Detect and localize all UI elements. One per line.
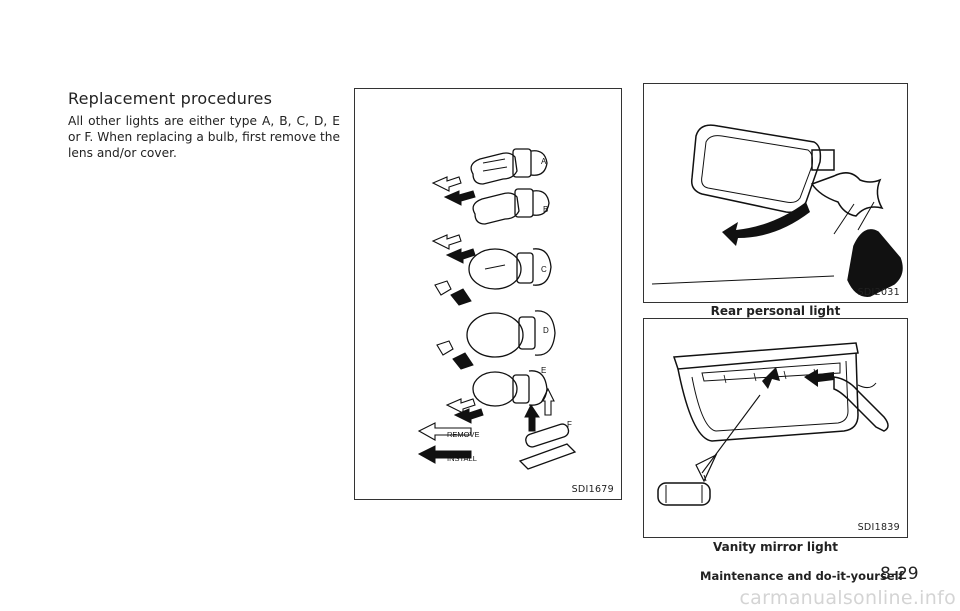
footer-section-label: Maintenance and do-it-yourself <box>700 569 904 583</box>
bulb-label-d: D <box>543 326 549 335</box>
vanity-mirror-light-caption: Vanity mirror light <box>712 540 838 554</box>
rear-personal-light-caption: Rear personal light <box>710 304 841 318</box>
rear-personal-light-illustration <box>651 124 903 297</box>
bulb-label-f: F <box>567 420 572 429</box>
bulb-label-e: E <box>541 366 546 375</box>
legend-install-label: INSTALL <box>447 454 477 463</box>
bulb-label-c: C <box>541 265 547 274</box>
bulb-label-b: B <box>543 205 548 214</box>
section-body: All other lights are either type A, B, C… <box>68 114 340 160</box>
bulb-types-figure: A B C D E F REMOVE INSTALL SDI1679 <box>354 88 622 500</box>
vanity-mirror-light-figure: SDI1839 <box>643 318 908 538</box>
page-number: 8-29 <box>880 564 919 584</box>
vanity-mirror-light-illustration <box>657 342 889 506</box>
bulb-label-a: A <box>541 157 547 166</box>
figure-code: SDI2031 <box>857 287 900 298</box>
rear-personal-light-figure: SDI2031 <box>643 83 908 303</box>
bulb-types-illustration: A B C D E F REMOVE INSTALL <box>417 148 577 470</box>
section-heading: Replacement procedures <box>68 89 273 108</box>
figure-code: SDI1839 <box>857 522 900 533</box>
figure-code: SDI1679 <box>571 484 614 495</box>
bulb-a-illustration <box>470 148 548 185</box>
legend-remove-label: REMOVE <box>447 430 480 439</box>
watermark: carmanualsonline.info <box>739 587 956 609</box>
